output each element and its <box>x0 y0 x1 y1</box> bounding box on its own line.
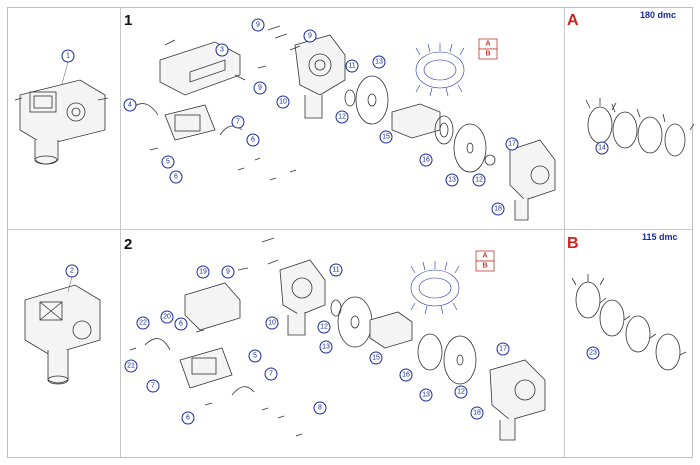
svg-text:3: 3 <box>220 47 224 54</box>
tine-rings-a <box>585 98 695 157</box>
divider-middle <box>8 229 692 230</box>
section-2-number: 2 <box>124 236 132 253</box>
section-1-number: 1 <box>124 12 132 29</box>
svg-text:A: A <box>482 253 487 260</box>
svg-text:5: 5 <box>253 353 257 360</box>
shaft-assembly-bottom <box>369 311 477 385</box>
svg-text:10: 10 <box>268 320 276 327</box>
svg-text:9: 9 <box>256 22 260 29</box>
svg-text:16: 16 <box>402 372 410 379</box>
svg-text:21: 21 <box>127 363 135 370</box>
svg-text:18: 18 <box>494 206 502 213</box>
svg-text:4: 4 <box>128 102 132 109</box>
svg-text:18: 18 <box>473 410 481 417</box>
bearing-cover-bottom <box>144 338 255 396</box>
svg-text:7: 7 <box>151 383 155 390</box>
svg-text:16: 16 <box>422 157 430 164</box>
gearbox-housing-bottom <box>279 259 326 336</box>
ab-box-top: A B <box>478 38 498 60</box>
svg-text:23: 23 <box>589 350 597 357</box>
callout-assembly-1: 1 <box>61 49 75 85</box>
svg-text:14: 14 <box>598 145 606 152</box>
svg-text:15: 15 <box>382 134 390 141</box>
svg-text:1: 1 <box>66 53 70 60</box>
svg-text:13: 13 <box>448 177 456 184</box>
svg-text:11: 11 <box>332 267 339 274</box>
bolts-bottom <box>129 237 303 437</box>
divider-left <box>120 8 121 457</box>
svg-text:A: A <box>485 41 490 48</box>
assembled-unit-2 <box>24 284 101 385</box>
bearing-cover-top <box>129 103 243 141</box>
svg-text:13: 13 <box>422 392 430 399</box>
svg-text:11: 11 <box>348 63 355 70</box>
shaft-assembly-top <box>391 103 496 173</box>
assembled-unit-1 <box>14 79 109 165</box>
svg-text:B: B <box>485 51 490 58</box>
svg-text:6: 6 <box>179 321 183 328</box>
svg-text:15: 15 <box>372 355 380 362</box>
tine-cluster-bottom <box>410 261 460 315</box>
ab-box-bottom: A B <box>475 250 495 272</box>
cover-plate-bottom <box>184 282 241 331</box>
svg-text:2: 2 <box>70 268 74 275</box>
svg-text:6: 6 <box>251 137 255 144</box>
svg-text:17: 17 <box>499 346 507 353</box>
seal-disc-bottom <box>330 296 373 348</box>
svg-text:6: 6 <box>186 415 190 422</box>
svg-text:19: 19 <box>199 269 207 276</box>
svg-text:12: 12 <box>475 177 483 184</box>
svg-text:9: 9 <box>258 85 262 92</box>
callouts-top: 9 9 9 3 10 11 13 4 5 7 6 6 12 15 16 13 1… <box>123 18 609 216</box>
cover-plate-top <box>159 39 246 96</box>
callouts-bottom: 9 19 11 10 22 20 6 12 13 21 5 15 16 13 1… <box>124 263 600 425</box>
section-b-letter: B <box>567 235 579 252</box>
svg-text:12: 12 <box>338 114 346 121</box>
tine-cluster-top <box>415 43 465 97</box>
svg-text:7: 7 <box>236 119 240 126</box>
callout-assembly-2: 2 <box>65 264 79 293</box>
section-b-dmc: 115 dmc <box>642 232 678 242</box>
svg-text:10: 10 <box>279 99 287 106</box>
seal-disc-top <box>344 75 389 125</box>
svg-text:9: 9 <box>308 33 312 40</box>
gearbox-right-bottom <box>489 359 546 441</box>
section-a-letter: A <box>567 12 579 29</box>
bolts-top <box>149 25 301 181</box>
gearbox-housing-top <box>294 34 346 119</box>
svg-text:12: 12 <box>320 324 328 331</box>
svg-text:6: 6 <box>174 174 178 181</box>
svg-text:B: B <box>482 263 487 270</box>
svg-text:13: 13 <box>322 344 330 351</box>
tine-rings-b <box>571 274 687 371</box>
svg-text:20: 20 <box>163 314 171 321</box>
divider-right <box>564 8 565 457</box>
svg-text:9: 9 <box>226 269 230 276</box>
diagram-frame <box>7 7 693 458</box>
svg-text:17: 17 <box>508 141 516 148</box>
svg-text:8: 8 <box>318 405 322 412</box>
section-a-dmc: 180 dmc <box>640 10 676 20</box>
svg-text:12: 12 <box>457 389 465 396</box>
gearbox-right-top <box>509 139 556 221</box>
svg-text:5: 5 <box>166 159 170 166</box>
svg-text:7: 7 <box>269 371 273 378</box>
svg-text:22: 22 <box>139 320 147 327</box>
svg-text:13: 13 <box>375 59 383 66</box>
